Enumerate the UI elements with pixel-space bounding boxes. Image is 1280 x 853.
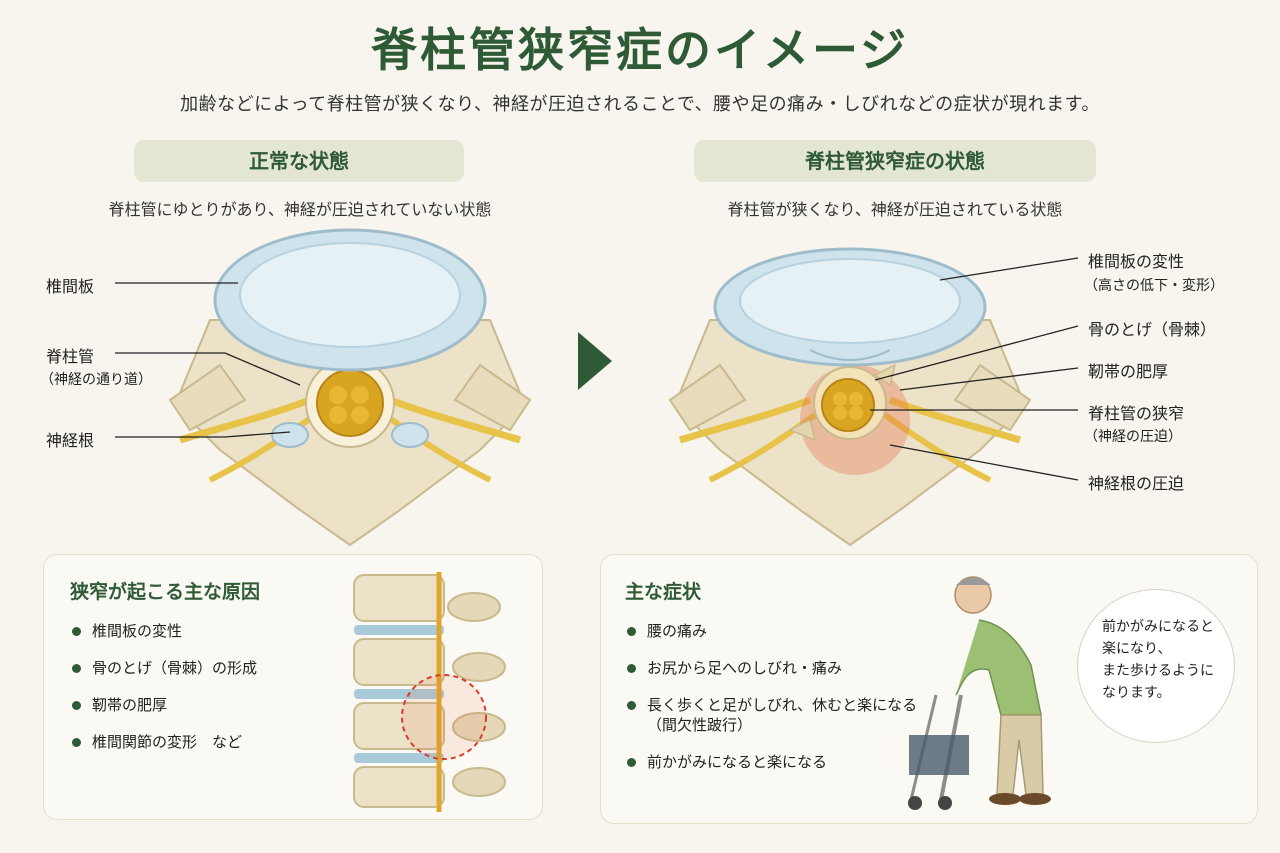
list-item: 靭帯の肥厚 [70,695,257,715]
causes-title: 狭窄が起こる主な原因 [70,581,261,603]
elderly-walker-illustration [908,576,1051,810]
label-canal-sub: （神経の通り道） [40,372,152,388]
stenosis-caption: 脊柱管が狭くなり、神経が圧迫されている状態 [727,200,1063,219]
bubble-line: 前かがみになると [1102,619,1214,635]
list-item: 前かがみになると楽になる [625,752,965,772]
normal-heading: 正常な状態 [134,140,464,182]
label-disc-degeneration: 椎間板の変性 [1088,252,1185,271]
causes-panel: 狭窄が起こる主な原因 椎間板の変性 骨のとげ（骨棘）の形成 靭帯の肥厚 椎間関節… [43,554,543,820]
bubble-line: 楽になり、 [1102,641,1172,657]
normal-vertebra-illustration [168,228,532,547]
stenosis-leader-lines [870,257,1079,481]
bubble-line: なります。 [1102,685,1171,701]
label-root: 神経根 [46,431,95,450]
causes-list: 椎間板の変性 骨のとげ（骨棘）の形成 靭帯の肥厚 椎間関節の変形 など [70,621,257,769]
list-item: 椎間関節の変形 など [70,732,257,752]
label-canal-narrowing-sub: （神経の圧迫） [1084,429,1182,445]
list-item: 椎間板の変性 [70,621,257,641]
label-root-compression: 神経根の圧迫 [1088,474,1185,493]
list-item: お尻から足へのしびれ・痛み [625,658,965,678]
normal-caption: 脊柱管にゆとりがあり、神経が圧迫されていない状態 [108,200,492,219]
bubble-line: また歩けるように [1102,663,1214,679]
label-disc-degeneration-sub: （高さの低下・変形） [1084,278,1224,294]
symptoms-title: 主な症状 [625,581,702,603]
speech-bubble: 前かがみになると 楽になり、 また歩けるように なります。 [1077,589,1235,743]
list-item: 長く歩くと足がしびれ、休むと楽になる（間欠性跛行） [625,695,965,735]
stenosis-heading: 脊柱管狭窄症の状態 [694,140,1096,182]
spine-side-illustration [353,572,506,812]
page-title: 脊柱管狭窄症のイメージ [370,23,910,77]
label-ligament: 靭帯の肥厚 [1088,362,1169,381]
page-subtitle: 加齢などによって脊柱管が狭くなり、神経が圧迫されることで、腰や足の痛み・しびれな… [180,94,1100,115]
label-canal-narrowing: 脊柱管の狭窄 [1088,404,1185,423]
label-canal: 脊柱管 [46,347,95,366]
normal-leader-lines [115,282,301,438]
symptoms-panel: 主な症状 腰の痛み お尻から足へのしびれ・痛み 長く歩くと足がしびれ、休むと楽に… [600,554,1258,824]
list-item: 骨のとげ（骨棘）の形成 [70,658,257,678]
arrow-right-icon [578,332,612,390]
label-bone-spur: 骨のとげ（骨棘） [1088,320,1217,339]
symptoms-list: 腰の痛み お尻から足へのしびれ・痛み 長く歩くと足がしびれ、休むと楽になる（間欠… [625,621,965,789]
label-disc: 椎間板 [46,277,95,296]
list-item: 腰の痛み [625,621,965,641]
